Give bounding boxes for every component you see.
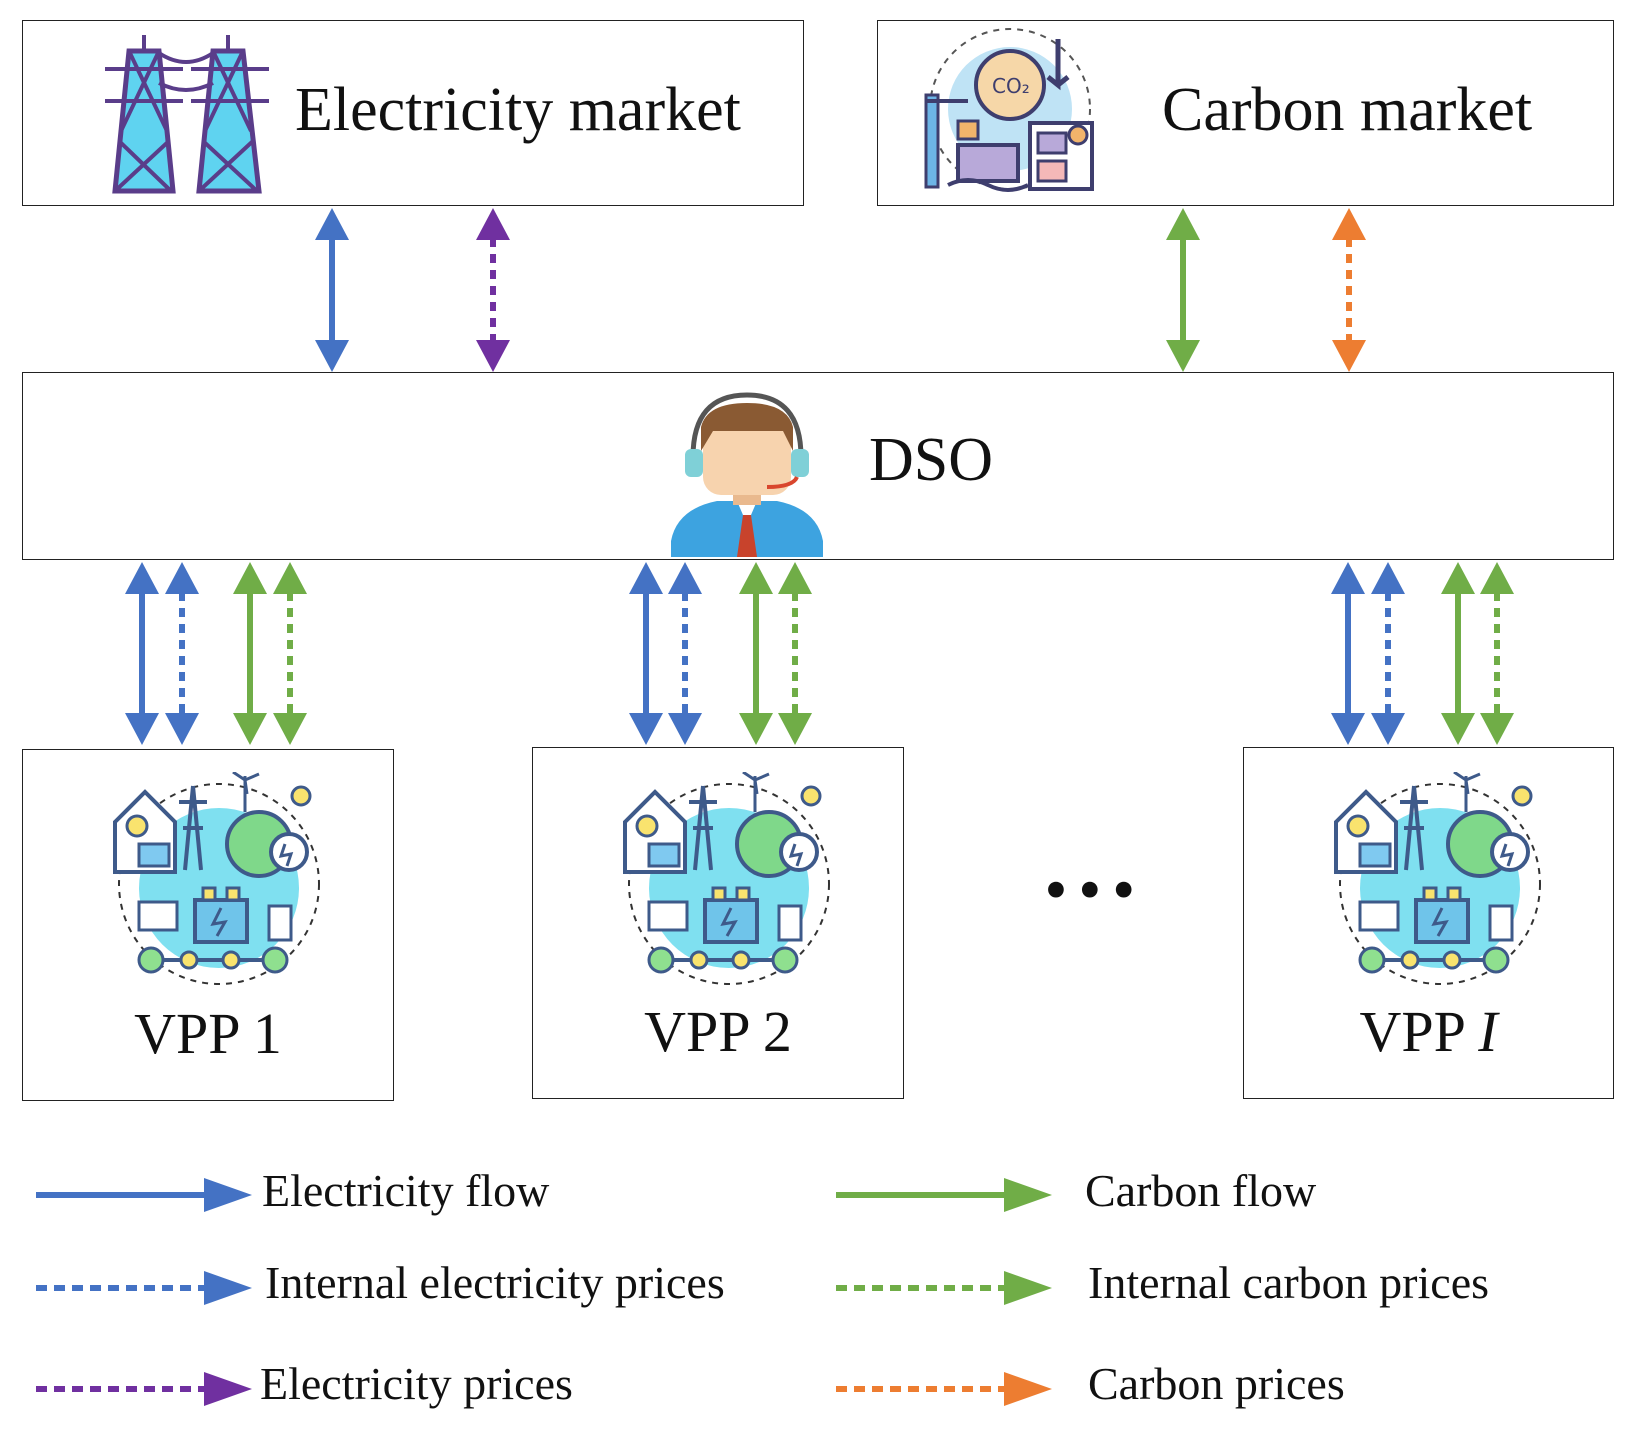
vpp-1-label: VPP 1 bbox=[23, 1000, 393, 1067]
virtual-power-plant-icon bbox=[113, 772, 320, 985]
vpp-electricity-flow-arrow bbox=[125, 562, 159, 745]
vpp-index: 2 bbox=[762, 999, 792, 1064]
carbon-market-box: CO₂ Carbon market bbox=[877, 20, 1614, 206]
legend-carbon-prices: Carbon prices bbox=[1088, 1358, 1345, 1409]
electricity-price-arrow bbox=[476, 208, 510, 372]
vpp-carbon-flow-arrow bbox=[1441, 562, 1475, 745]
vpp-carbon-flow-arrow bbox=[233, 562, 267, 745]
vpp-carbon-flow-arrow bbox=[739, 562, 773, 745]
vpp-2-box: VPP 2 bbox=[532, 747, 904, 1099]
vpp-electricity-flow-arrow bbox=[1331, 562, 1365, 745]
vpp-i-box: VPP I bbox=[1243, 747, 1614, 1099]
legend-carbon-prices-arrow bbox=[836, 1372, 1052, 1406]
transmission-tower-icon bbox=[105, 35, 269, 194]
electricity-market-box: Electricity market bbox=[22, 20, 804, 206]
legend-carbon-flow: Carbon flow bbox=[1085, 1165, 1317, 1216]
legend-internal-carbon-prices: Internal carbon prices bbox=[1088, 1257, 1490, 1308]
vpp-i-label: VPP I bbox=[1244, 998, 1613, 1065]
dso-box: DSO bbox=[22, 372, 1614, 560]
vpp-internal-carbon-price-arrow bbox=[1480, 562, 1514, 745]
dso-label: DSO bbox=[869, 426, 994, 494]
virtual-power-plant-icon bbox=[1334, 772, 1541, 985]
legend-internal-electricity-prices: Internal electricity prices bbox=[265, 1257, 725, 1308]
legend-internal-electricity-prices-arrow bbox=[36, 1271, 252, 1305]
legend-electricity-prices-arrow bbox=[36, 1372, 252, 1406]
vpp-2-label: VPP 2 bbox=[533, 998, 903, 1065]
legend-internal-carbon-prices-arrow bbox=[836, 1271, 1052, 1305]
operator-headset-icon bbox=[671, 392, 823, 557]
vpp-electricity-flow-arrow bbox=[629, 562, 663, 745]
legend-electricity-prices: Electricity prices bbox=[260, 1358, 573, 1409]
vpp-index: I bbox=[1478, 999, 1498, 1064]
legend-electricity-flow-arrow bbox=[36, 1178, 252, 1212]
vpp-internal-electricity-price-arrow bbox=[165, 562, 199, 745]
vpp-index: 1 bbox=[252, 1001, 282, 1066]
carbon-flow-arrow bbox=[1166, 208, 1200, 372]
vpp-internal-electricity-price-arrow bbox=[668, 562, 702, 745]
vpp-prefix: VPP bbox=[1359, 999, 1464, 1064]
vpp-internal-electricity-price-arrow bbox=[1371, 562, 1405, 745]
vpp-internal-carbon-price-arrow bbox=[273, 562, 307, 745]
vpp-prefix: VPP bbox=[134, 1001, 239, 1066]
carbon-market-icon: CO₂ bbox=[924, 28, 1094, 192]
vpp-1-box: VPP 1 bbox=[22, 749, 394, 1101]
carbon-market-label: Carbon market bbox=[1162, 76, 1533, 144]
carbon-price-arrow bbox=[1332, 208, 1366, 372]
electricity-flow-arrow bbox=[315, 208, 349, 372]
svg-text:CO₂: CO₂ bbox=[992, 74, 1030, 98]
legend-electricity-flow: Electricity flow bbox=[262, 1165, 550, 1216]
legend-carbon-flow-arrow bbox=[836, 1178, 1052, 1212]
electricity-market-label: Electricity market bbox=[295, 76, 741, 144]
vpp-prefix: VPP bbox=[644, 999, 749, 1064]
virtual-power-plant-icon bbox=[623, 772, 830, 985]
vpp-internal-carbon-price-arrow bbox=[778, 562, 812, 745]
ellipsis: ••• bbox=[1040, 860, 1142, 923]
